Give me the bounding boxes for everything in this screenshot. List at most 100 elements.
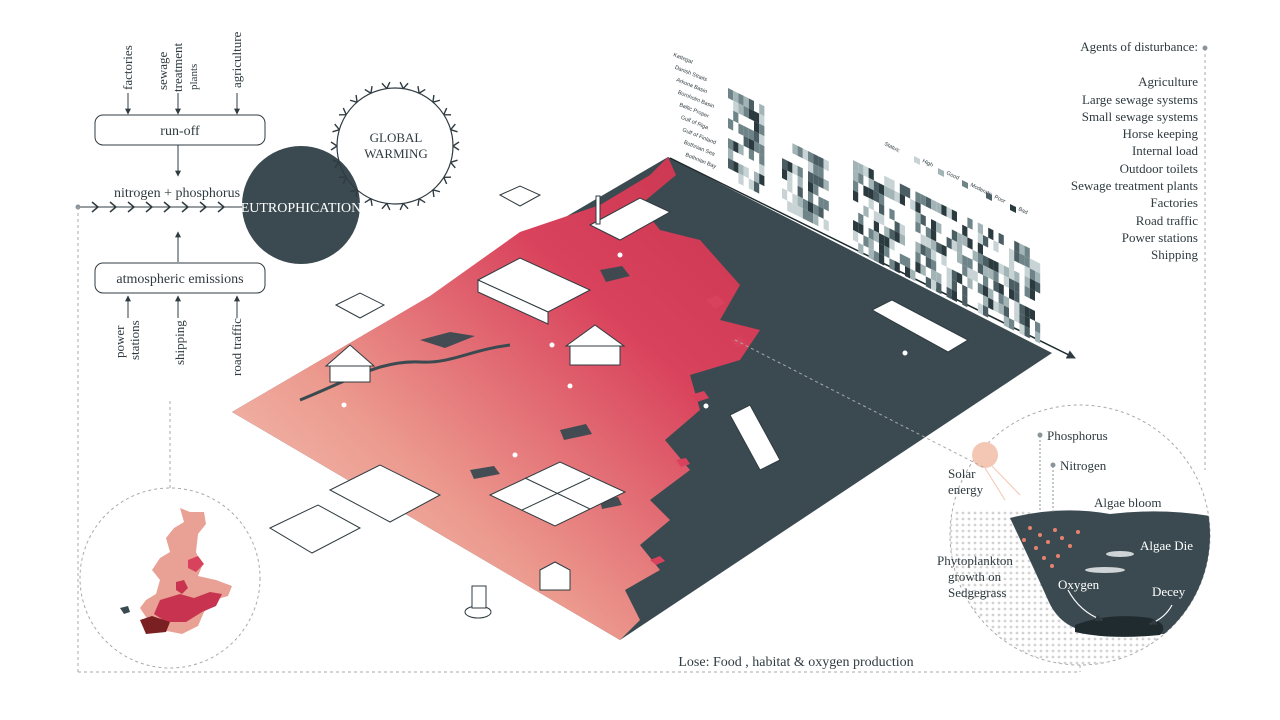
- heatmap-cell: [983, 305, 989, 318]
- heatmap-cell: [802, 208, 808, 221]
- algae-bloom-label: Algae bloom: [1094, 495, 1162, 510]
- heatmap-cell: [743, 165, 749, 179]
- heatmap-cell: [782, 188, 788, 201]
- heatmap-cell: [889, 238, 895, 251]
- heatmap-cell: [759, 103, 765, 117]
- heatmap-cell: [823, 218, 829, 232]
- heatmap-cell: [884, 235, 890, 249]
- cycle-leaf: [330, 141, 338, 151]
- heatmap-cell: [962, 254, 968, 268]
- heatmap-cell: [1029, 258, 1035, 271]
- flow-chevrons: [91, 201, 226, 213]
- heatmap-cell: [1035, 271, 1041, 284]
- heatmap-cell: [879, 243, 885, 256]
- heatmap-cell: [894, 220, 900, 234]
- sun-icon: [972, 442, 998, 468]
- heatmap-cell: [977, 252, 983, 265]
- heatmap-cell: [925, 196, 931, 209]
- legend-swatch: [938, 168, 944, 177]
- cycle-leaf: [381, 202, 391, 211]
- heatmap-cell: [1003, 275, 1009, 288]
- heatmap-cell: [733, 140, 739, 154]
- heatmap-cell: [858, 212, 864, 226]
- heatmap-cell: [823, 178, 829, 192]
- decay-arrow: [1149, 604, 1173, 625]
- heatmap-cell: [863, 205, 869, 218]
- heatmap-cell: [993, 300, 999, 313]
- heatmap-cell: [967, 237, 973, 250]
- heatmap-cell: [1003, 305, 1009, 318]
- heatmap-cell: [1014, 310, 1020, 324]
- toilet-icon: [464, 585, 492, 619]
- heatmap-cell: [1035, 321, 1041, 334]
- heatmap-cell: [967, 217, 973, 230]
- ship-dock-icon: [729, 404, 781, 471]
- heatmap-cell: [754, 121, 760, 134]
- heatmap-cell: [797, 175, 803, 189]
- heatmap-cell: [889, 188, 895, 201]
- agent-item: Agriculture: [1138, 74, 1198, 90]
- heatmap-cell: [1024, 275, 1030, 289]
- cycle-leaf: [364, 198, 373, 206]
- heatmap-cell: [983, 275, 989, 288]
- heatmap-cell: [889, 208, 895, 221]
- agent-item: Factories: [1150, 195, 1198, 211]
- agent-item: Road traffic: [1135, 212, 1198, 228]
- heatmap-cell: [957, 242, 963, 255]
- agent-item: Small sewage systems: [1081, 108, 1198, 124]
- heatmap-cell: [941, 204, 947, 217]
- heatmap-cell: [823, 158, 829, 172]
- heatmap-cell: [868, 167, 874, 181]
- heatmap-cell: [787, 170, 793, 184]
- baltic-map-circle: [79, 487, 261, 669]
- heatmap-cell: [813, 163, 819, 177]
- heatmap-cell: [782, 168, 788, 181]
- heatmap-cell: [905, 256, 911, 269]
- heatmap-cell: [998, 292, 1004, 306]
- heatmap-cell: [915, 251, 921, 264]
- heatmap-cell: [993, 280, 999, 293]
- heatmap-cell: [728, 158, 734, 171]
- heatmap-cell: [946, 236, 952, 250]
- heatmap-cell: [787, 180, 793, 194]
- heatmap-cell: [967, 257, 973, 270]
- cycle-leaf: [349, 189, 358, 198]
- heatmap-cell: [748, 178, 754, 191]
- heatmap-cell: [853, 180, 859, 193]
- heatmap-cell: [931, 229, 937, 242]
- decay-sediment: [1075, 616, 1164, 637]
- cycle-leaf: [452, 141, 460, 151]
- heatmap-cell: [894, 190, 900, 204]
- heatmap-cell: [951, 209, 957, 222]
- heatmap-cell: [748, 98, 754, 111]
- heatmap-cell: [920, 263, 926, 277]
- archipelago: [650, 295, 746, 565]
- building-icons: [268, 185, 970, 619]
- heatmap-cell: [728, 138, 734, 151]
- heatmap-cell: [797, 185, 803, 199]
- cycle-leaf: [332, 159, 340, 169]
- heatmap-cell: [957, 272, 963, 285]
- heatmap-cell: [894, 260, 900, 274]
- emissions-box: [94, 262, 266, 294]
- heatmap-cell: [983, 265, 989, 278]
- heatmap-cell: [808, 211, 814, 224]
- heatmap-cell: [899, 183, 905, 196]
- heatmap-cell: [1003, 315, 1009, 328]
- heatmap-cell: [988, 287, 994, 301]
- heatmap-cell: [941, 254, 947, 267]
- heatmap-cell: [873, 250, 879, 263]
- heatmap-cell: [868, 237, 874, 251]
- heatmap-cell: [1014, 290, 1020, 304]
- heatmap-cell: [792, 143, 798, 156]
- input-agriculture: agriculture: [229, 31, 244, 88]
- heatmap-cell: [884, 225, 890, 239]
- farmhouse-icon: [324, 344, 376, 383]
- heatmap-cell: [879, 203, 885, 216]
- isometric-map: [232, 157, 1076, 640]
- heatmap-cell: [899, 223, 905, 236]
- warming-label-2: WARMING: [364, 146, 428, 161]
- flow-diagram: factories sewage treatment plants agricu…: [75, 31, 460, 376]
- heatmap-cell: [792, 193, 798, 206]
